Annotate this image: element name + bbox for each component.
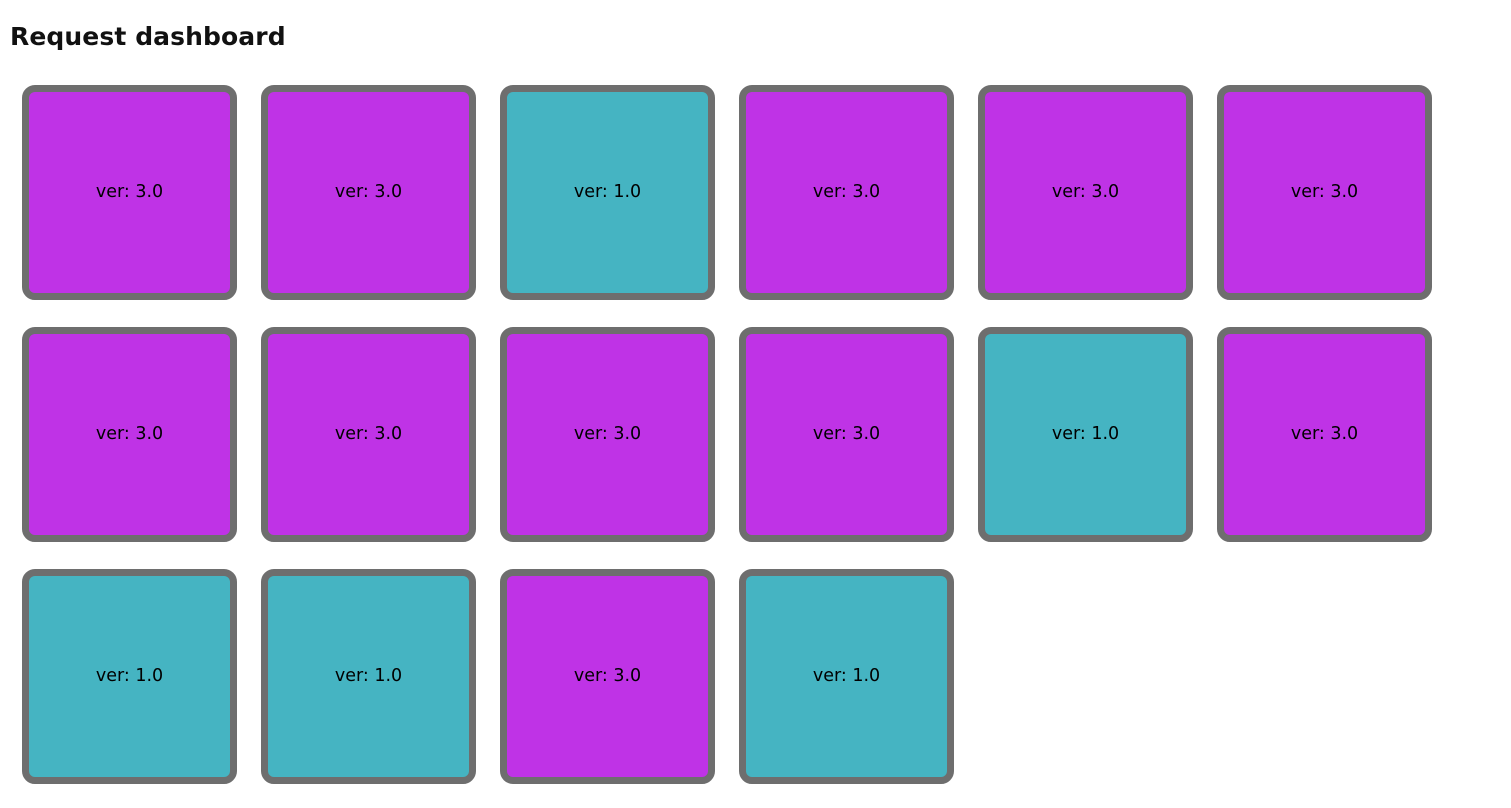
request-tile-version-label: ver: 3.0 (95, 423, 164, 444)
request-tile[interactable]: ver: 1.0 (500, 85, 715, 300)
request-tile-version-label: ver: 1.0 (573, 181, 642, 202)
request-tile-version-label: ver: 3.0 (95, 181, 164, 202)
request-tile-version-label: ver: 3.0 (812, 423, 881, 444)
request-tile-version-label: ver: 1.0 (95, 665, 164, 686)
request-tile[interactable]: ver: 1.0 (22, 569, 237, 784)
request-tile[interactable]: ver: 1.0 (739, 569, 954, 784)
request-tile[interactable]: ver: 3.0 (978, 85, 1193, 300)
request-tile[interactable]: ver: 3.0 (261, 85, 476, 300)
request-tile[interactable]: ver: 3.0 (22, 85, 237, 300)
request-tile-version-label: ver: 3.0 (1290, 423, 1359, 444)
request-tile[interactable]: ver: 3.0 (261, 327, 476, 542)
request-tile[interactable]: ver: 3.0 (1217, 327, 1432, 542)
request-tile[interactable]: ver: 3.0 (1217, 85, 1432, 300)
request-tile[interactable]: ver: 3.0 (500, 327, 715, 542)
request-tile-version-label: ver: 1.0 (334, 665, 403, 686)
request-tile[interactable]: ver: 3.0 (500, 569, 715, 784)
request-tile[interactable]: ver: 1.0 (978, 327, 1193, 542)
request-tile-version-label: ver: 3.0 (573, 665, 642, 686)
request-tile[interactable]: ver: 3.0 (739, 85, 954, 300)
request-tile[interactable]: ver: 3.0 (739, 327, 954, 542)
request-tile-version-label: ver: 3.0 (812, 181, 881, 202)
request-tile-grid: ver: 3.0 ver: 3.0 ver: 1.0 ver: 3.0 ver: 3.0… (0, 52, 1489, 784)
request-tile[interactable]: ver: 1.0 (261, 569, 476, 784)
request-tile-version-label: ver: 1.0 (1051, 423, 1120, 444)
request-tile-version-label: ver: 3.0 (1051, 181, 1120, 202)
request-tile-version-label: ver: 1.0 (812, 665, 881, 686)
request-tile-version-label: ver: 3.0 (334, 423, 403, 444)
page-title: Request dashboard (10, 22, 286, 51)
request-tile[interactable]: ver: 3.0 (22, 327, 237, 542)
request-tile-version-label: ver: 3.0 (573, 423, 642, 444)
request-tile-version-label: ver: 3.0 (1290, 181, 1359, 202)
request-tile-version-label: ver: 3.0 (334, 181, 403, 202)
